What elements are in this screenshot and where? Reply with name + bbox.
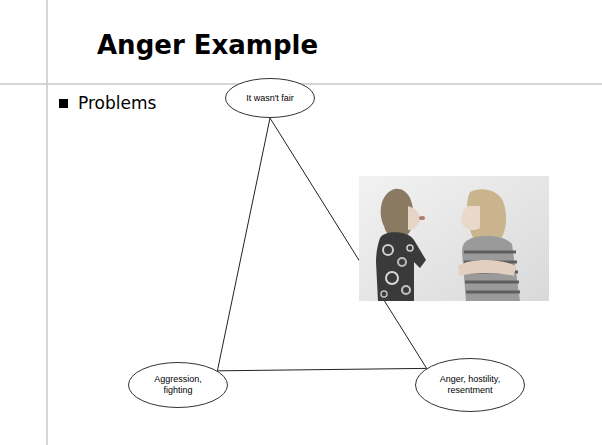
node-label: Aggression, fighting	[147, 374, 209, 396]
triangle-side	[217, 118, 270, 371]
node-label: It wasn't fair	[246, 93, 294, 104]
node-content: It wasn't fair	[225, 78, 315, 118]
triangle-side	[270, 118, 427, 368]
ellipse-node: Aggression, fighting	[128, 362, 228, 408]
frame-line	[46, 0, 48, 445]
ellipse-node: It wasn't fair	[225, 78, 315, 118]
triangle-side	[217, 368, 426, 370]
node-content: Anger, hostility, resentment	[415, 358, 525, 412]
bullet-square	[59, 99, 68, 108]
bullet-text: Problems	[78, 93, 156, 113]
ellipse-node: Anger, hostility, resentment	[415, 358, 525, 412]
node-content: Aggression, fighting	[128, 362, 228, 408]
slide-title: Anger Example	[97, 30, 318, 60]
node-label: Anger, hostility, resentment	[439, 374, 501, 396]
